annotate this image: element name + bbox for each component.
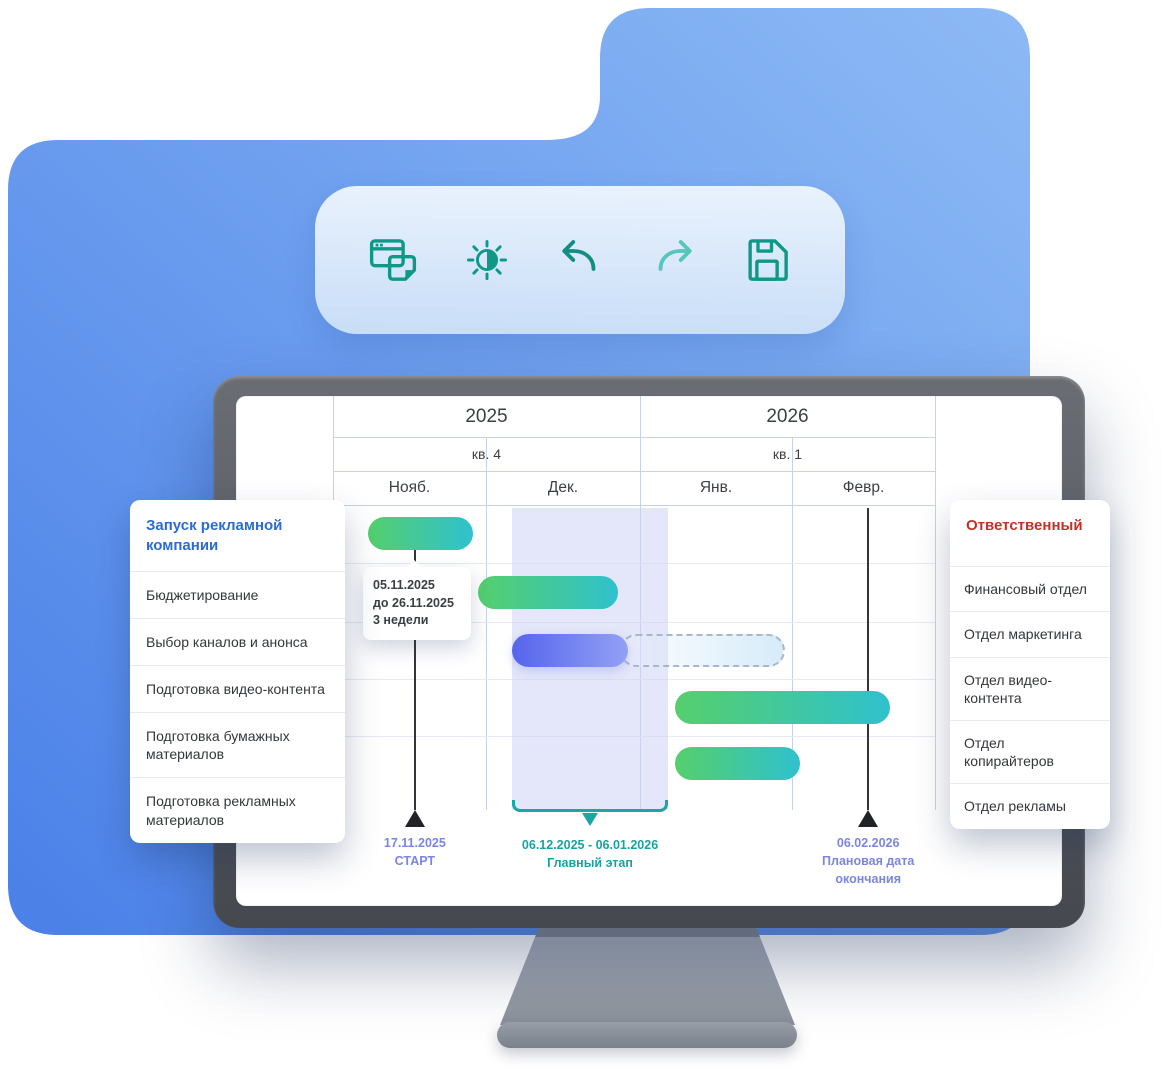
task-item[interactable]: Подготовка бумажных материалов	[130, 712, 345, 777]
brightness-icon[interactable]	[459, 232, 515, 288]
end-marker-label: 06.02.2026 Плановая дата окончания	[808, 834, 928, 888]
save-icon[interactable]	[739, 232, 795, 288]
grid-line	[935, 396, 936, 810]
month-header: Янв.	[699, 479, 733, 496]
gantt-bar-green[interactable]	[478, 576, 619, 609]
grid-line	[333, 437, 935, 438]
gantt-bar-ghost[interactable]	[620, 634, 786, 667]
tooltip-end-date: до 26.11.2025	[373, 595, 454, 610]
owner-item[interactable]: Отдел маркетинга	[950, 611, 1110, 656]
main-stage-label: 06.12.2025 - 06.01.2026 Главный этап	[470, 836, 710, 872]
grid-line	[333, 505, 935, 506]
gantt-bar-blue[interactable]	[511, 634, 628, 667]
quarter-header: кв. 4	[471, 446, 502, 462]
start-caption: СТАРТ	[394, 854, 436, 869]
gantt-bar-green[interactable]	[367, 517, 473, 550]
year-header: 2026	[766, 405, 809, 427]
owners-panel: Ответственный Финансовый отдел Отдел мар…	[950, 500, 1110, 829]
start-marker-icon	[404, 810, 425, 827]
task-item[interactable]: Выбор каналов и анонса	[130, 617, 345, 665]
gantt-bar-green[interactable]	[674, 691, 890, 724]
grid-line	[333, 471, 935, 472]
windows-icon[interactable]	[365, 232, 421, 288]
end-marker-line	[867, 508, 870, 810]
main-stage-range: 06.12.2025 - 06.01.2026	[521, 838, 659, 852]
gantt-bar-green[interactable]	[674, 747, 801, 780]
tasks-panel: Запуск рекламной компании Бюджетирование…	[130, 500, 345, 843]
start-date: 17.11.2025	[383, 836, 446, 850]
end-marker-icon	[858, 810, 879, 827]
monitor-frame: 2025 2026 кв. 4 кв. 1 Нояб. Дек. Янв. Фе…	[213, 376, 1085, 928]
grid-line	[792, 437, 793, 810]
redo-icon[interactable]	[646, 232, 702, 288]
tooltip-duration: 3 недели	[373, 613, 429, 627]
start-marker-label: 17.11.2025 СТАРТ	[355, 834, 475, 870]
month-header: Дек.	[547, 479, 579, 496]
task-item[interactable]: Подготовка видео-контента	[130, 664, 345, 712]
undo-icon[interactable]	[552, 232, 608, 288]
owner-item[interactable]: Отдел рекламы	[950, 783, 1110, 828]
year-header: 2025	[465, 405, 508, 427]
tasks-panel-title: Запуск рекламной компании	[146, 517, 283, 555]
owner-item[interactable]: Отдел копирайтеров	[950, 720, 1110, 783]
task-tooltip: 05.11.2025 до 26.11.2025 3 недели	[363, 567, 471, 640]
monitor-stand-base	[497, 1022, 797, 1048]
task-item[interactable]: Подготовка рекламных материалов	[130, 777, 345, 842]
quarter-header: кв. 1	[772, 446, 803, 462]
main-stage-bracket	[511, 800, 668, 812]
month-header: Нояб.	[388, 479, 431, 496]
tooltip-start-date: 05.11.2025	[373, 578, 435, 592]
toolbar	[315, 186, 845, 334]
app-screen: 2025 2026 кв. 4 кв. 1 Нояб. Дек. Янв. Фе…	[236, 396, 1062, 906]
owners-panel-title: Ответственный	[966, 517, 1083, 534]
gantt-chart-area: 17.11.2025 СТАРТ 06.12.2025 - 06.01.2026…	[333, 505, 935, 888]
grid-line	[486, 437, 487, 810]
end-date: 06.02.2026	[836, 836, 900, 850]
end-caption: Плановая дата окончания	[822, 854, 915, 887]
monitor-stand-neck	[500, 925, 795, 1025]
month-header: Февр.	[842, 479, 885, 496]
start-marker-line	[413, 550, 416, 810]
main-stage-caption: Главный этап	[547, 856, 633, 871]
task-item[interactable]: Бюджетирование	[130, 570, 345, 618]
owner-item[interactable]: Финансовый отдел	[950, 566, 1110, 611]
owner-item[interactable]: Отдел видео-контента	[950, 656, 1110, 720]
main-stage-arrow-icon	[582, 813, 599, 826]
